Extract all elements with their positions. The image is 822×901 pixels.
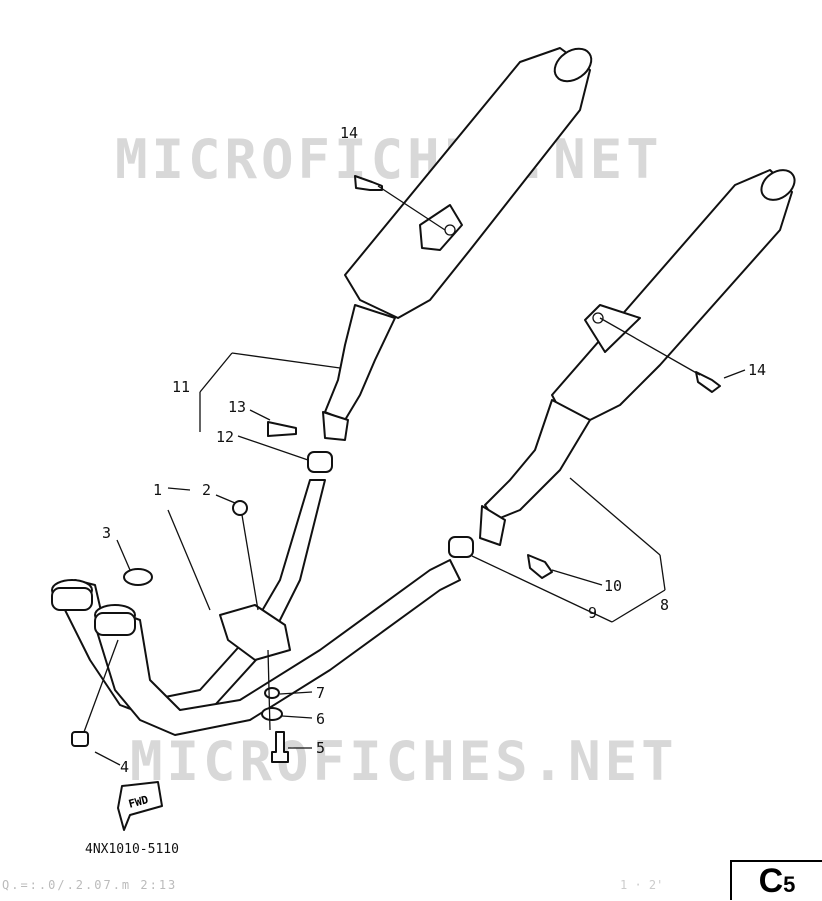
label-part-12: 12	[216, 428, 234, 446]
fwd-label: FWD	[127, 793, 150, 811]
section-number: 5	[783, 872, 796, 897]
washer-6	[261, 707, 283, 721]
label-part-13: 13	[228, 398, 246, 416]
nut-2	[232, 500, 248, 516]
footer-mid-text: 1 · 2'	[620, 878, 664, 892]
section-letter: C	[758, 861, 784, 900]
label-part-1: 1	[153, 481, 162, 499]
washer-7	[264, 687, 280, 699]
gasket-3	[123, 568, 153, 586]
exhaust-pipe-assembly	[51, 479, 461, 736]
label-part-5: 5	[316, 739, 325, 757]
bolt-5	[271, 731, 289, 763]
label-part-14-upper: 14	[340, 124, 358, 142]
label-part-3: 3	[102, 524, 111, 542]
gasket-12	[307, 451, 333, 473]
fwd-arrow-icon: FWD	[117, 781, 163, 831]
bolt-13	[267, 421, 297, 437]
label-part-14-right: 14	[748, 361, 766, 379]
nut-4	[71, 731, 89, 747]
label-part-6: 6	[316, 710, 325, 728]
label-part-2: 2	[202, 481, 211, 499]
footer-left-text: Q.=:.0/.2.07.m 2:13	[2, 878, 178, 892]
label-part-4: 4	[120, 758, 129, 776]
label-part-11: 11	[172, 378, 190, 396]
label-part-7: 7	[316, 684, 325, 702]
label-part-8: 8	[660, 596, 669, 614]
label-part-9: 9	[588, 604, 597, 622]
catalog-code: 4NX1010-5110	[85, 842, 179, 857]
muffler-upper	[322, 47, 593, 441]
bolt-14-right	[695, 371, 721, 393]
label-part-10: 10	[604, 577, 622, 595]
gasket-9	[448, 536, 474, 558]
bolt-10	[527, 554, 553, 579]
bolt-14-upper	[354, 175, 383, 191]
muffler-right	[479, 169, 796, 546]
watermark-top: MICROFICHES.NET	[115, 128, 663, 191]
watermark-bottom: MICROFICHES.NET	[130, 730, 678, 793]
